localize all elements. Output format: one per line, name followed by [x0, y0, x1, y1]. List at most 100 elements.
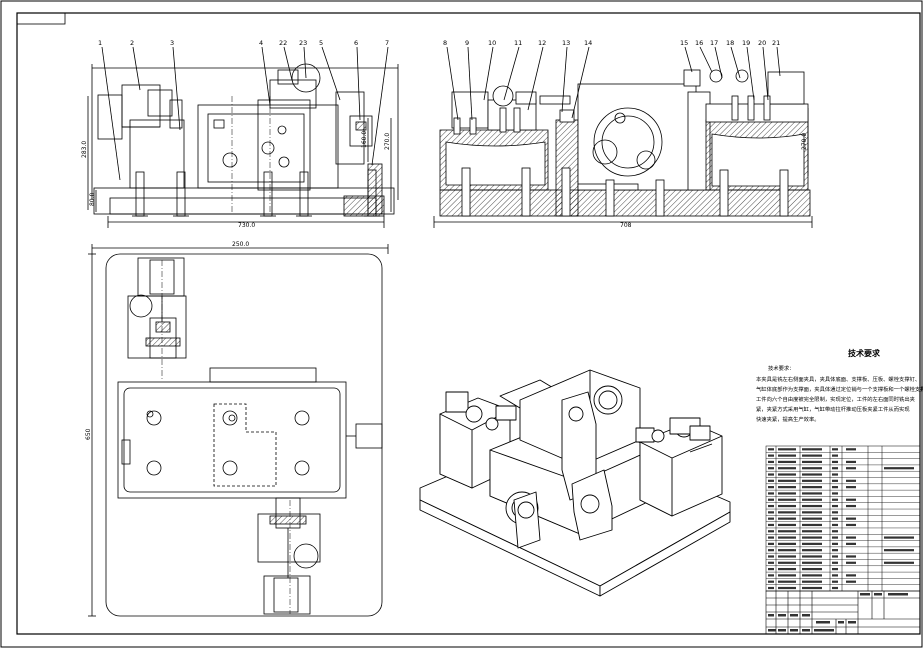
parts-list-entry [832, 530, 838, 533]
parts-list-entry [768, 555, 774, 558]
label-4: 4 [259, 39, 263, 47]
title-block-entry [874, 593, 882, 596]
parts-list-entries [768, 448, 914, 590]
dim-front-base: 80.0 [89, 192, 96, 206]
label-23: 23 [299, 39, 307, 47]
label-13: 13 [562, 39, 570, 47]
parts-list-entry [778, 448, 796, 451]
parts-list-entry [778, 536, 796, 539]
parts-list-entry [768, 467, 774, 470]
parts-list-entry [846, 561, 856, 564]
parts-list-entry [846, 498, 856, 501]
parts-list-entry [802, 530, 822, 533]
parts-list-entry [832, 492, 838, 495]
title-block-entry [888, 593, 908, 596]
parts-list-entry [832, 460, 838, 464]
parts-list-entry [846, 536, 856, 539]
parts-list-entry [832, 467, 838, 470]
parts-list-entry [832, 473, 838, 476]
label-8: 8 [443, 39, 447, 47]
parts-list-entry [846, 542, 856, 545]
title-block-entry [790, 614, 798, 617]
parts-list-entry [846, 448, 856, 451]
technical-requirements: 技术要求 技术要求： 本夹具是铣左右侧面夹具，夹具体底面、支撑板、压板、螺栓支撑… [756, 348, 923, 423]
parts-list-entry [802, 523, 822, 527]
parts-list-entry [846, 574, 856, 577]
parts-list-entry [768, 523, 774, 527]
label-16: 16 [695, 39, 703, 47]
parts-list-entry [802, 567, 822, 571]
label-12: 12 [538, 39, 546, 47]
front-view [87, 46, 399, 228]
parts-list-entry [778, 549, 796, 552]
parts-list-entry [768, 536, 774, 539]
parts-list-entry [768, 586, 774, 590]
parts-list-entry [778, 517, 796, 520]
parts-list-entry [778, 530, 796, 533]
parts-list-entry [778, 523, 796, 527]
side-section-view [433, 46, 813, 228]
parts-list-entry [768, 479, 774, 482]
front-view-labels: 1 2 3 4 22 23 5 6 7 730.0 283.0 80.0 160… [81, 39, 391, 229]
parts-list-entry [768, 574, 774, 577]
parts-list-entry [802, 517, 822, 520]
label-9: 9 [465, 39, 469, 47]
parts-list-entry [768, 473, 774, 476]
parts-list-entry [846, 517, 856, 520]
parts-list-entry [778, 586, 796, 590]
inner-border [16, 12, 921, 635]
label-20: 20 [758, 39, 766, 47]
parts-list-entry [802, 454, 822, 457]
label-17: 17 [710, 39, 718, 47]
parts-list-entry [802, 473, 822, 476]
parts-list-entry [778, 580, 796, 583]
label-22: 22 [279, 39, 287, 47]
label-21: 21 [772, 39, 780, 47]
dim-front-height-right: 270.0 [384, 133, 391, 150]
title-block-entries [768, 593, 908, 632]
parts-list-entry [832, 523, 838, 527]
parts-list-entry [884, 561, 914, 564]
dim-plan-width: 250.0 [232, 241, 249, 248]
parts-list-entry [832, 479, 838, 482]
parts-list-entry [802, 511, 822, 514]
title-block-entry [778, 614, 786, 617]
parts-list-entry [832, 454, 838, 457]
parts-list-entry [802, 542, 822, 545]
label-18: 18 [726, 39, 734, 47]
title-block-entry [778, 629, 786, 632]
parts-list-entry [846, 467, 856, 470]
parts-list-entry [802, 580, 822, 583]
parts-list-entry [832, 511, 838, 514]
label-1: 1 [98, 39, 102, 47]
parts-list-entry [802, 460, 822, 464]
parts-list-entry [768, 454, 774, 457]
parts-list-entry [778, 498, 796, 501]
tech-req-heading: 技术要求 [848, 348, 881, 358]
isometric-view [419, 369, 731, 597]
parts-list-entry [768, 567, 774, 571]
plan-view-labels: 250.0 650 [85, 241, 249, 440]
parts-list-entry [802, 486, 822, 489]
parts-list-entry [778, 486, 796, 489]
title-block-entry [802, 614, 810, 617]
dim-plan-height: 650 [85, 428, 92, 440]
parts-list-entry [778, 542, 796, 545]
parts-list-entry [768, 561, 774, 564]
parts-list-entry [768, 517, 774, 520]
parts-list-entry [802, 448, 822, 451]
parts-list-entry [884, 549, 914, 552]
parts-list-entry [778, 492, 796, 495]
title-block-entry [768, 629, 776, 632]
parts-list-entry [768, 486, 774, 489]
parts-list-entry [832, 504, 838, 508]
parts-list-entry [832, 586, 838, 590]
parts-list-entry [802, 555, 822, 558]
parts-list-entry [832, 555, 838, 558]
parts-list-entry [846, 460, 856, 464]
parts-list-entry [778, 467, 796, 470]
label-11: 11 [514, 39, 522, 47]
parts-list-entry [832, 549, 838, 552]
tech-req-line-5: 快速夹紧，提高生产效率。 [756, 415, 820, 423]
